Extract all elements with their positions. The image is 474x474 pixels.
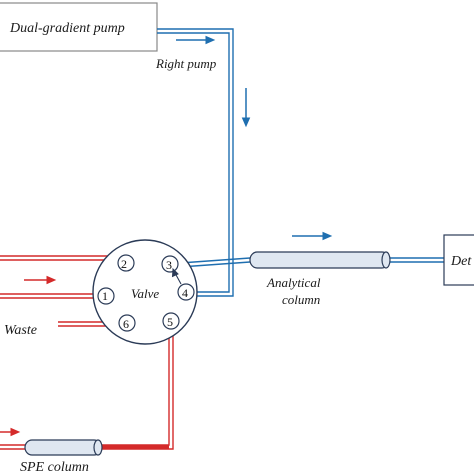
port-5-label: 5 xyxy=(167,315,173,329)
right-pump-label: Right pump xyxy=(155,56,217,71)
valve-label: Valve xyxy=(131,286,159,301)
valve-port-6: 6 xyxy=(118,314,136,332)
detector-box xyxy=(443,234,474,286)
blue-tubing-right-pump xyxy=(157,28,234,297)
blue-tube-inner xyxy=(157,32,230,293)
port-4-label: 4 xyxy=(182,286,188,300)
pump-box xyxy=(0,2,158,52)
spe-column-body xyxy=(24,439,102,456)
valve-port-2: 2 xyxy=(117,254,135,272)
detector-label: Det xyxy=(450,254,472,269)
valve-port-5: 5 xyxy=(162,312,180,330)
pump-label: Dual-gradient pump xyxy=(9,21,125,36)
blue-tubing-to-column xyxy=(179,257,444,268)
analytical-column-body xyxy=(249,251,390,269)
blue-arrow-column xyxy=(292,231,333,241)
analytical-column-label-line1: Analytical xyxy=(266,275,321,290)
pump-box-group: Dual-gradient pump xyxy=(0,2,158,52)
red-arrow-left-top xyxy=(24,275,57,285)
valve: Valve 2 1 6 5 4 3 xyxy=(92,239,198,345)
port-1-label: 1 xyxy=(102,289,108,303)
spe-column-end xyxy=(93,439,103,456)
valve-port-3: 3 xyxy=(161,255,179,273)
blue-tube-outer xyxy=(157,28,234,297)
port-2-label: 2 xyxy=(121,257,127,271)
port-3-label: 3 xyxy=(166,258,172,272)
detector-box-group: Det xyxy=(443,234,474,286)
spe-column xyxy=(24,439,103,456)
valve-internal-arrow xyxy=(171,267,182,285)
blue-arrow-right-top xyxy=(176,35,216,45)
valve-port-4: 4 xyxy=(177,283,195,301)
valve-port-1: 1 xyxy=(97,287,115,305)
red-arrow-left-bottom xyxy=(0,427,21,437)
analytical-column xyxy=(249,251,391,269)
analytical-column-label-line2: column xyxy=(282,292,320,307)
port-6-label: 6 xyxy=(123,317,129,331)
waste-label: Waste xyxy=(4,323,37,338)
blue-arrow-down xyxy=(241,88,251,128)
spe-column-label: SPE column xyxy=(20,460,89,474)
analytical-column-end xyxy=(381,251,391,269)
